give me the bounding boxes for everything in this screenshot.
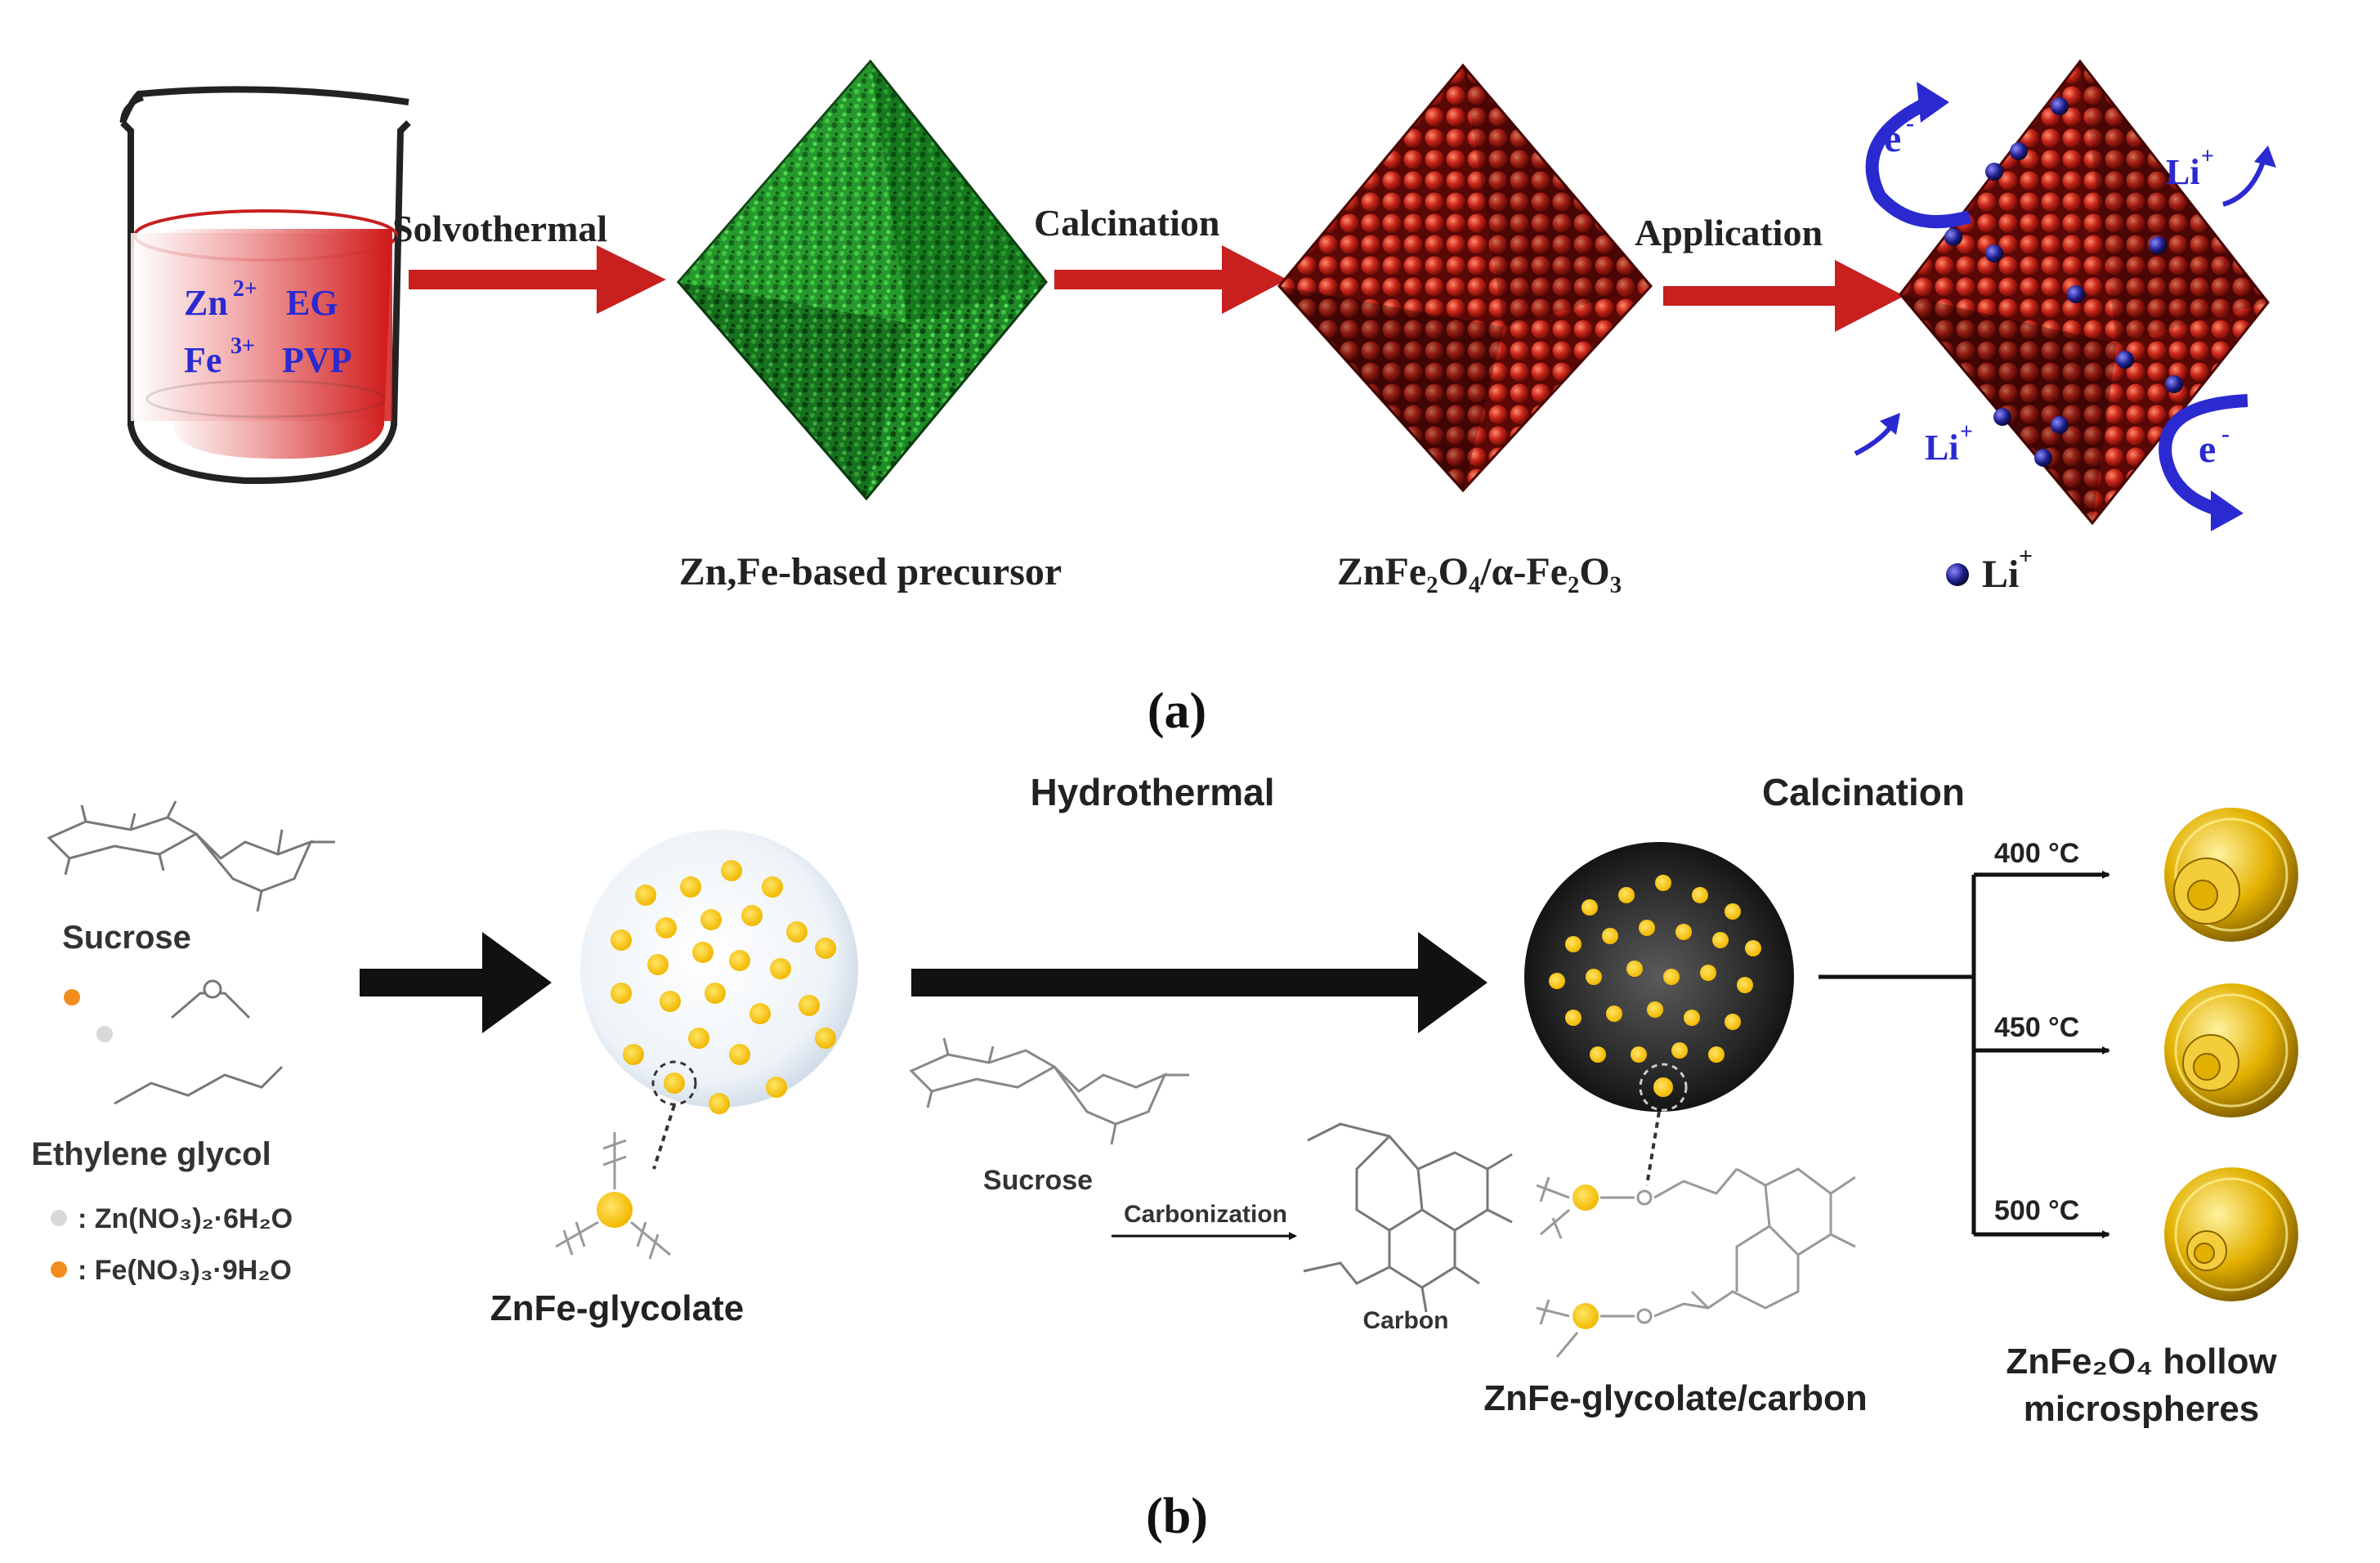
temp-450-label: 450 °C <box>1994 1012 2079 1043</box>
product-label-line2: microspheres <box>2024 1389 2260 1429</box>
fe-dot-icon <box>64 989 80 1005</box>
beaker: Zn 2+ EG Fe 3+ PVP <box>119 86 411 485</box>
ethylene-glycol-label: Ethylene glycol <box>31 1136 271 1172</box>
solvothermal-arrow <box>409 245 666 314</box>
glycolate-carbon-dots <box>1549 875 1761 1063</box>
panel-a: Zn 2+ EG Fe 3+ PVP Solvothermal Zn,Fe-ba… <box>119 59 2276 739</box>
electron-charge-top: - <box>1906 110 1914 137</box>
glycolate-carbon-label: ZnFe-glycolate/carbon <box>1483 1378 1867 1418</box>
electron-label-bottom: e <box>2199 428 2216 471</box>
glycolate-carbon-sphere <box>1524 842 1794 1112</box>
glycolate-dots <box>611 860 836 1114</box>
application-arrow <box>1663 260 1904 332</box>
glycolate-label: ZnFe-glycolate <box>490 1288 745 1328</box>
li-arrow-top <box>2222 146 2276 207</box>
li-label-bottom: Li <box>1925 428 1959 468</box>
sucrose-label: Sucrose <box>62 920 191 956</box>
zn-dot-icon <box>96 1026 113 1042</box>
solvothermal-label: Solvothermal <box>392 208 607 249</box>
li-label-top: Li <box>2166 152 2200 192</box>
glycolate-sphere <box>555 830 858 1260</box>
beaker-fe-charge: 3+ <box>230 334 255 359</box>
product-label-line1: ZnFe₂O₄ hollow <box>2006 1341 2277 1382</box>
application-label: Application <box>1635 212 1823 253</box>
electron-label-top: e <box>1884 117 1901 160</box>
legend-zn-dot <box>51 1210 67 1226</box>
sucrose-small-label: Sucrose <box>983 1165 1093 1196</box>
li-charge-bottom: + <box>1960 419 1973 445</box>
beaker-pvp-label: PVP <box>282 340 352 380</box>
hydrothermal-label: Hydrothermal <box>1030 771 1274 813</box>
electron-arrow-top <box>1865 82 1972 229</box>
ethylene-glycol-icon <box>114 1065 284 1105</box>
temp-400-label: 400 °C <box>1994 838 2079 869</box>
legend-fe-dot <box>51 1261 67 1278</box>
product-label-a: ZnFe₂O₄/α-Fe₂O₃ <box>1337 550 1622 593</box>
hollow-sphere-400 <box>2164 808 2298 942</box>
panel-b: Sucrose Ethylene glycol : Zn(NO₃)₂·6H₂O … <box>31 771 2298 1544</box>
calcination-branch <box>1819 871 2110 1238</box>
carbonization-label: Carbonization <box>1124 1201 1287 1228</box>
water-molecule-icon <box>171 979 251 1019</box>
electron-charge-bottom: - <box>2221 420 2230 447</box>
li-ion-particles <box>1944 97 2183 467</box>
li-legend-marker <box>1946 563 1969 586</box>
li-legend-charge: + <box>2019 543 2033 570</box>
beaker-zn-charge: 2+ <box>233 276 257 302</box>
precursor-label: Zn,Fe-based precursor <box>679 550 1062 593</box>
beaker-eg-label: EG <box>286 283 338 323</box>
calcination-arrow-a <box>1054 245 1287 314</box>
hydrothermal-arrow <box>911 932 1488 1033</box>
precursor-octahedron <box>677 59 1048 501</box>
glycolate-carbon-detail <box>1536 1167 1856 1358</box>
beaker-fe-label: Fe <box>184 340 221 380</box>
glycolate-ligands <box>555 1132 671 1260</box>
legend-zn-label: : Zn(NO₃)₂·6H₂O <box>78 1203 293 1234</box>
li-arrow-bottom <box>1854 413 1900 456</box>
application-octahedron <box>1899 59 2270 526</box>
calcination-label-a: Calcination <box>1034 202 1219 244</box>
li-charge-top: + <box>2201 144 2214 169</box>
legend-fe-label: : Fe(NO₃)₃·9H₂O <box>78 1255 292 1286</box>
mixing-arrow <box>360 932 552 1033</box>
calcination-label-b: Calcination <box>1762 771 1965 813</box>
caption-a: (a) <box>1148 683 1206 739</box>
zoom-line-dark <box>1645 1111 1661 1186</box>
beaker-zn-label: Zn <box>184 283 228 323</box>
sucrose-small-icon <box>909 1037 1189 1145</box>
carbon-label: Carbon <box>1363 1307 1449 1334</box>
caption-b: (b) <box>1146 1489 1208 1544</box>
li-legend-label: Li <box>1982 553 2019 596</box>
sucrose-structure-icon <box>47 800 335 912</box>
carbon-structure-icon <box>1303 1122 1513 1313</box>
electron-arrow-bottom <box>2159 394 2248 531</box>
hollow-sphere-500 <box>2164 1167 2298 1301</box>
hollow-sphere-450 <box>2164 983 2298 1117</box>
product-octahedron <box>1277 63 1653 493</box>
temp-500-label: 500 °C <box>1994 1195 2079 1226</box>
